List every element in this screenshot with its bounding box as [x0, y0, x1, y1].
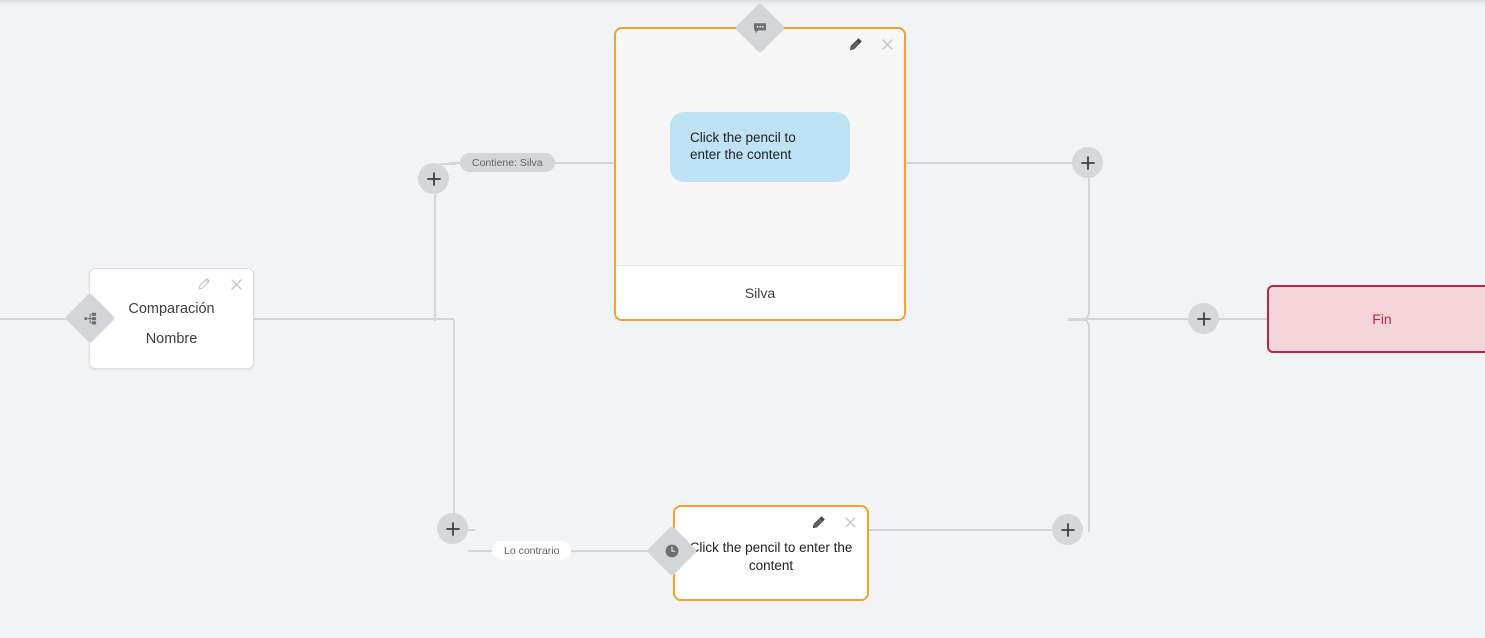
edge-split-corner-bottom [453, 319, 475, 531]
message-node-diamond [734, 2, 786, 54]
edge-merge-corner-bottom [1068, 318, 1090, 532]
edge-compare-out [254, 318, 454, 320]
pencil-icon[interactable] [195, 275, 213, 293]
plus-icon [445, 521, 460, 536]
node-message-body: Click the pencil to enter the content [616, 29, 904, 265]
comparison-title: Comparación [128, 300, 215, 317]
clock-icon [661, 540, 683, 562]
toolbar-edge-shadow [0, 0, 1485, 7]
delay-text: Click the pencil to enter the content [689, 540, 853, 573]
add-step-after-delay[interactable] [1052, 514, 1083, 545]
node-comparison-actions [195, 275, 245, 293]
edge-incoming [0, 318, 72, 320]
edge-merge-corner-top [1068, 163, 1090, 321]
comparison-node-diamond [64, 292, 116, 344]
node-delay[interactable]: Click the pencil to enter the content [673, 505, 869, 601]
add-step-true-branch[interactable] [418, 163, 449, 194]
plus-icon [1060, 522, 1075, 537]
add-step-false-branch[interactable] [437, 513, 468, 544]
close-icon[interactable] [878, 35, 896, 53]
message-bubble[interactable]: Click the pencil to enter the content [670, 112, 850, 182]
pencil-icon[interactable] [809, 513, 827, 531]
add-step-after-message[interactable] [1072, 147, 1103, 178]
plus-icon [426, 171, 441, 186]
plus-icon [1196, 311, 1211, 326]
comparison-subtitle: Nombre [145, 330, 198, 347]
message-footer-label: Silva [616, 265, 904, 319]
edge-label-false: Lo contrario [492, 541, 572, 560]
edge-delay-out [869, 529, 1069, 531]
end-label: Fin [1372, 311, 1392, 327]
edge-label-true: Contiene: Silva [460, 153, 555, 172]
close-icon[interactable] [227, 275, 245, 293]
node-message-actions [846, 35, 896, 53]
delay-node-diamond [646, 525, 698, 577]
chat-bubble-icon [749, 17, 771, 39]
close-icon[interactable] [841, 513, 859, 531]
node-end[interactable]: Fin [1267, 285, 1485, 353]
pencil-icon[interactable] [846, 35, 864, 53]
sitemap-branch-icon [79, 307, 101, 329]
node-message[interactable]: Click the pencil to enter the content Si… [614, 27, 906, 321]
node-delay-actions [809, 513, 859, 531]
plus-icon [1080, 155, 1095, 170]
add-step-before-end[interactable] [1188, 303, 1219, 334]
edge-to-end [1068, 318, 1270, 320]
edge-split-corner-top [434, 163, 456, 321]
edge-message-out [906, 162, 1088, 164]
